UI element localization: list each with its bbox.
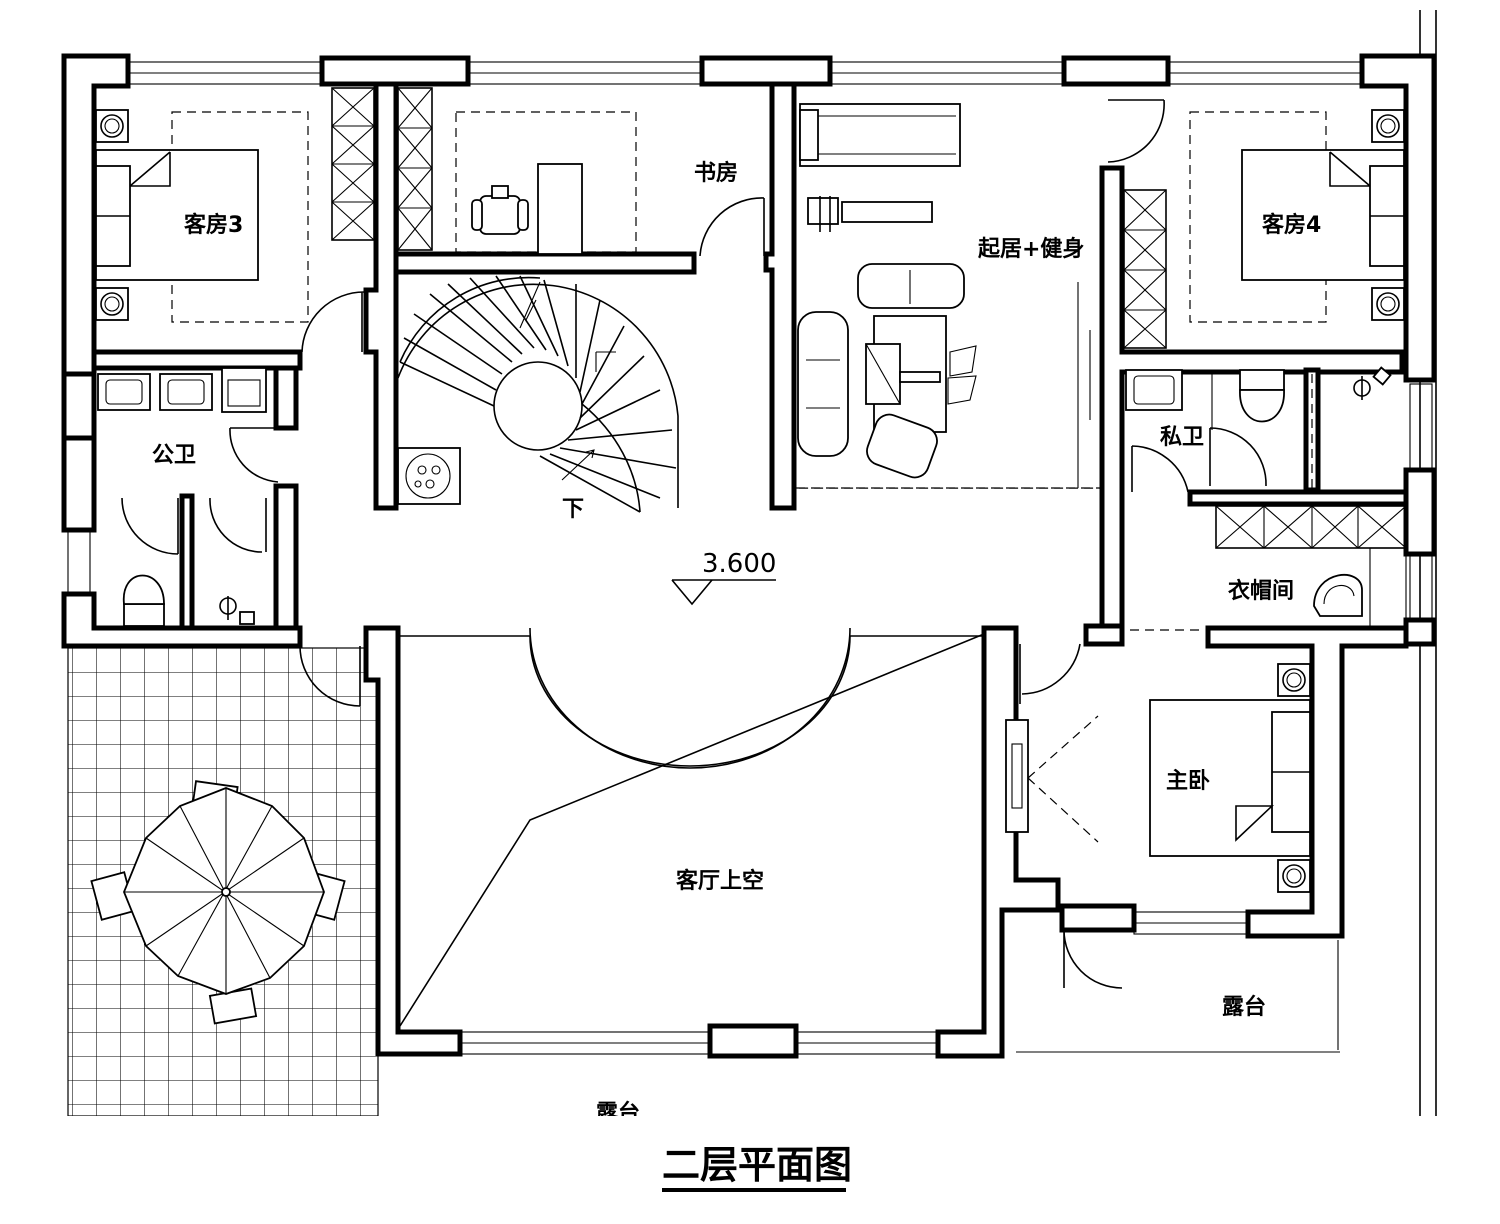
living-room-void [399, 627, 985, 1027]
master-bedroom [1005, 663, 1340, 1053]
nightstand-lamp-icon [1371, 109, 1405, 321]
wardrobes [331, 87, 1407, 549]
label-guest-room-4: 客房4 [1262, 212, 1321, 238]
label-living-gym: 起居+健身 [977, 236, 1084, 262]
toilet-icon [1239, 369, 1285, 423]
label-terrace: 露台 [1222, 994, 1266, 1020]
label-public-bath: 公卫 [152, 443, 196, 468]
public-bath [97, 367, 267, 627]
spiral-stair: 下 [397, 275, 679, 522]
walls [61, 53, 1437, 1059]
tv-cabinet-icon [1005, 715, 1099, 843]
elevation-value: 3.600 [702, 549, 776, 579]
doors [121, 99, 1267, 989]
plan-title: 二层平面图 [662, 1143, 852, 1192]
toilet-icon [123, 574, 165, 627]
nightstand-lamp-icon [1277, 663, 1311, 893]
cloakroom [1313, 547, 1407, 629]
treadmill-icon [799, 103, 961, 167]
nightstand-lamp-icon [95, 109, 129, 321]
label-guest-room-3: 客房3 [184, 212, 243, 238]
guest-room-3 [95, 109, 309, 323]
elevation-marker: 3.600 [671, 549, 776, 606]
coffee-table-icon [865, 315, 977, 479]
floor-drain-icon [219, 596, 255, 625]
plan-title-text: 二层平面图 [662, 1143, 852, 1187]
label-private-bath: 私卫 [1160, 425, 1204, 450]
bottom-margin [0, 1116, 1500, 1224]
stair-down-label: 下 [562, 497, 584, 522]
weight-bench-icon [807, 196, 933, 232]
label-master-bedroom: 主卧 [1166, 769, 1210, 794]
private-bath [1125, 366, 1392, 490]
shower-drain-icon [1353, 366, 1392, 400]
patio-umbrella-icon [90, 780, 346, 1025]
living-gym-room [795, 103, 1103, 489]
label-study: 书房 [694, 160, 738, 186]
study-room [455, 111, 637, 255]
guest-room-4 [1189, 109, 1405, 323]
sofa-icon [797, 263, 965, 457]
office-chair-icon [471, 185, 529, 235]
room-labels: 客房3 书房 起居+健身 客房4 公卫 私卫 衣帽间 主卧 客厅上空 露台 露台 [152, 160, 1321, 1126]
label-living-void: 客厅上空 [676, 868, 764, 894]
label-cloakroom: 衣帽间 [1228, 578, 1294, 604]
